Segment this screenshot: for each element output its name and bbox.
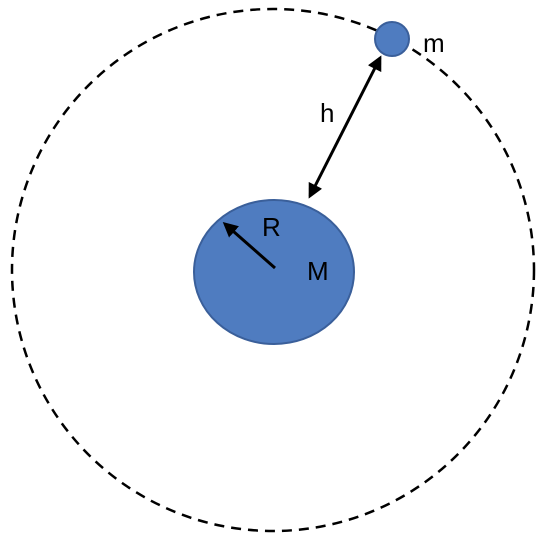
orbit-path <box>10 7 536 533</box>
satellite <box>374 21 410 57</box>
altitude-label: h <box>320 98 334 128</box>
satellite-mass-label: m <box>423 28 445 58</box>
altitude-arrow <box>308 55 382 199</box>
planet-radius-label: R <box>262 212 281 242</box>
radius-arrow <box>222 222 276 270</box>
planet-mass-label: M <box>307 256 329 286</box>
